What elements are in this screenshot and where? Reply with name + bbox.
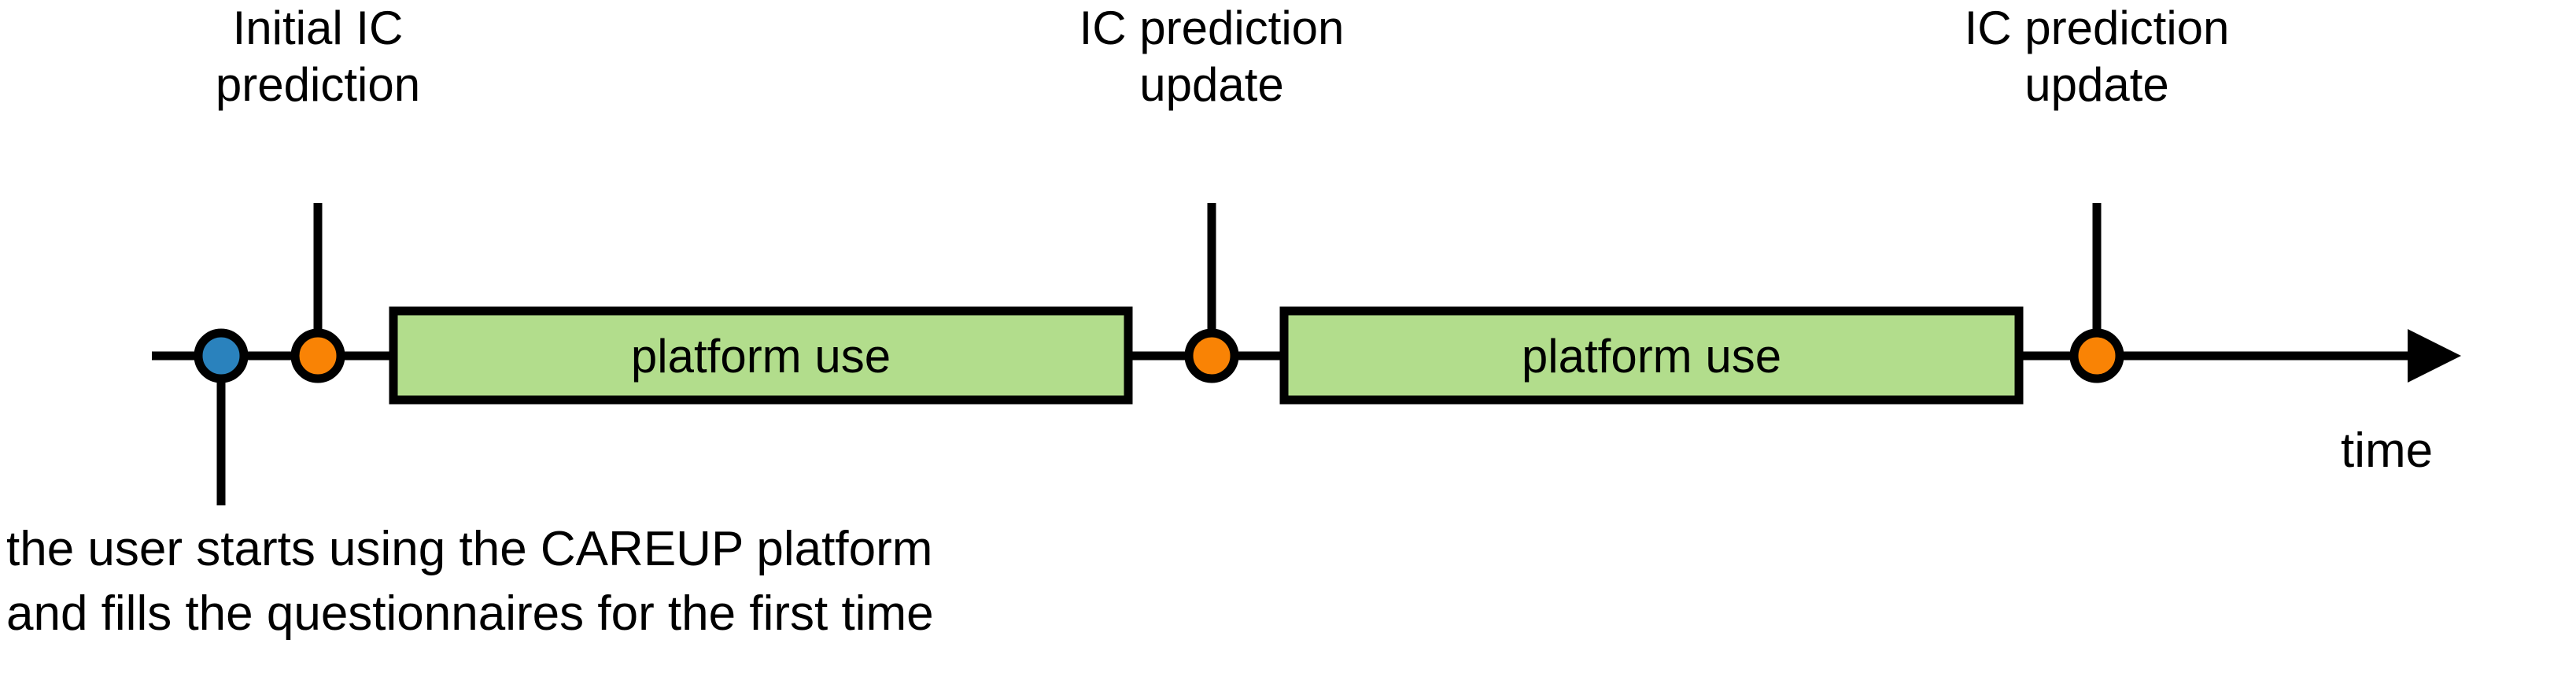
activity-box-label-2: platform use — [1522, 330, 1781, 383]
annotation-initial-ic-prediction-line2: prediction — [216, 58, 420, 111]
caption-line2: and fills the questionnaires for the fir… — [6, 586, 934, 641]
caption-group: the user starts using the CAREUP platfor… — [6, 522, 934, 641]
annotation-initial-ic-prediction-line1: Initial IC — [233, 2, 404, 54]
annotation-ic-prediction-update-1-line1: IC prediction — [1079, 2, 1345, 54]
caption-line1: the user starts using the CAREUP platfor… — [6, 522, 932, 576]
prediction-update-marker-dot-2 — [2069, 328, 2124, 383]
initial-prediction-marker-dot — [290, 328, 345, 383]
annotation-leader-lines — [216, 203, 2102, 505]
annotation-text-group: Initial IC prediction IC prediction upda… — [216, 2, 2229, 111]
platform-start-marker-dot — [194, 328, 249, 383]
marker-group — [194, 328, 2124, 383]
activity-box-platform-use-1 — [389, 306, 1133, 405]
annotation-ic-prediction-update-2-line1: IC prediction — [1965, 2, 2230, 54]
activity-box-group: platform use platform use — [389, 306, 2024, 405]
time-axis-label: time — [2341, 424, 2433, 478]
prediction-update-marker-dot-1 — [1184, 328, 1239, 383]
activity-box-label-1: platform use — [631, 330, 891, 383]
time-axis-arrowhead — [2408, 329, 2461, 383]
annotation-ic-prediction-update-1-line2: update — [1139, 58, 1284, 111]
activity-box-platform-use-2 — [1279, 306, 2024, 405]
annotation-ic-prediction-update-2-line2: update — [2024, 58, 2169, 111]
